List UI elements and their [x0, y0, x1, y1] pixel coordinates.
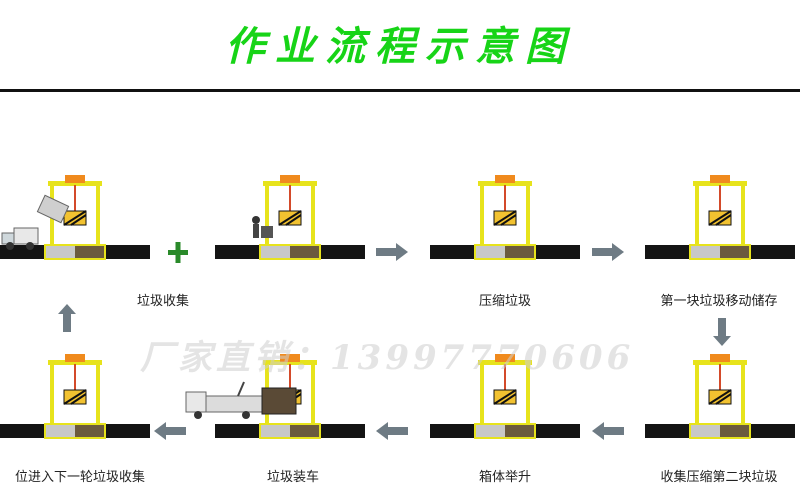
title-divider: [0, 89, 800, 92]
arrow-right-icon: [592, 243, 624, 261]
station-first-block-storage: [429, 174, 581, 260]
station-first-block-storage-right: [644, 174, 796, 260]
arrow-down-icon: [713, 318, 731, 346]
station-garbage-collection: [0, 174, 151, 260]
collection-truck-icon: [1, 194, 70, 250]
arrow-right-icon: [376, 243, 408, 261]
loading-truck-icon: [185, 381, 297, 419]
station-next-round: [0, 353, 151, 439]
arrow-left-icon: [154, 422, 186, 440]
station-compress-garbage: [214, 174, 366, 260]
step-label-next-round: 位进入下一轮垃圾收集: [14, 470, 146, 485]
station-second-block: [644, 353, 796, 439]
arrow-left-icon: [592, 422, 624, 440]
step-label-load-truck: 垃圾装车: [266, 470, 320, 485]
step-label-first-block-storage: 第一块垃圾移动储存: [660, 294, 778, 309]
step-label-box-lift: 箱体举升: [478, 470, 532, 485]
worker-icon: [252, 216, 273, 238]
step-label-compress: 压缩垃圾: [478, 294, 532, 309]
arrow-up-icon: [58, 304, 76, 332]
plus-icon: [168, 242, 188, 263]
watermark: 厂家直销：13997770606: [140, 338, 635, 378]
diagram-title: 作业流程示意图: [225, 23, 575, 70]
arrow-left-icon: [376, 422, 408, 440]
step-label-second-block: 收集压缩第二块垃圾: [660, 470, 778, 485]
step-label-garbage-collection: 垃圾收集: [136, 294, 190, 309]
